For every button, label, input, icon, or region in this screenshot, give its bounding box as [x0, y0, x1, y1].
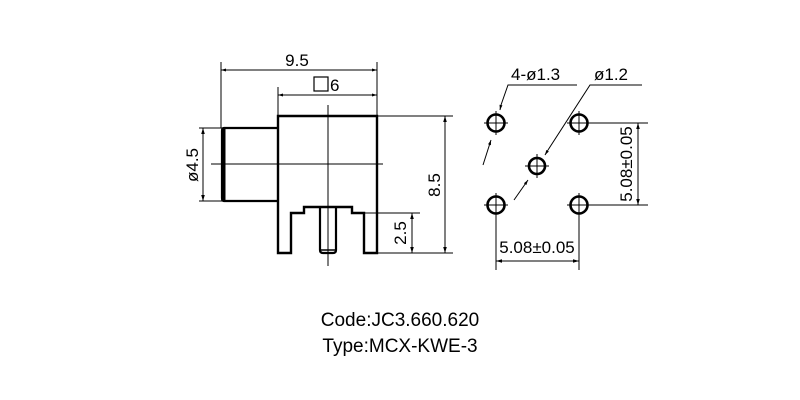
dim-barrel-diameter: ø4.5	[183, 148, 202, 182]
dim-height: 8.5	[425, 173, 444, 197]
dim-center-hole: ø1.2	[594, 65, 628, 84]
leader-lines	[482, 84, 642, 201]
dim-pin-length: 2.5	[391, 221, 410, 245]
part-type: Type:MCX-KWE-3	[322, 336, 478, 357]
dim-vertical-pitch: 5.08±0.05	[617, 126, 636, 202]
leader-mount-holes	[500, 84, 577, 106]
dimension-lines	[201, 68, 447, 253]
square-symbol-icon	[313, 76, 329, 92]
dim-horizontal-pitch: 5.08±0.05	[499, 238, 575, 257]
side-view: 9.5 6 ø4.5 8.5 2.5	[183, 51, 453, 266]
centerlines	[211, 105, 383, 266]
dim-mount-holes: 4-ø1.3	[511, 65, 560, 84]
leader-center-hole	[547, 84, 642, 151]
hole-crosshairs	[484, 111, 648, 270]
dim-overall-length: 9.5	[285, 51, 309, 70]
dim-body-square: 6	[330, 76, 339, 95]
part-code: Code:JC3.660.620	[320, 310, 480, 331]
footprint-view: 4-ø1.3 ø1.2 5.08±0.05 5.08±0.05	[482, 65, 648, 270]
pitch-dimension-lines	[496, 123, 640, 263]
